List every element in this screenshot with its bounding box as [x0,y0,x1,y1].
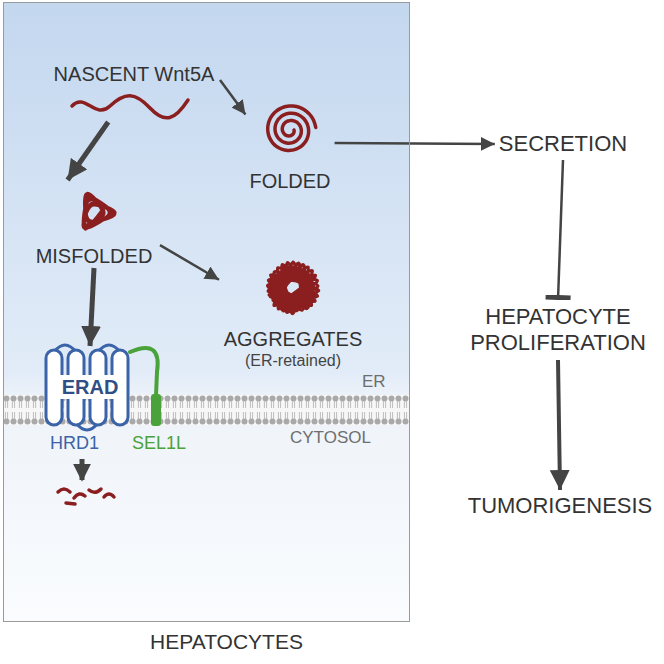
erad-complex: ERAD [40,346,140,428]
protein-aggregate [267,262,318,314]
protein-name: SEL1L [132,433,186,453]
compartment-label-holder: CYTOSOL [290,428,371,448]
arrow-connector [90,268,94,346]
node-text: SECRETION [499,131,627,157]
cell-type-label: HEPATOCYTES [150,629,303,654]
hrd1-protein [46,345,128,430]
arrow-connector [160,245,219,280]
cell-ground [3,2,410,622]
protein-state: NASCENT Wnt5A [48,62,220,122]
protein-name-holder: HRD1 [50,433,99,455]
protein-state: FOLDED [245,95,334,193]
arrow-connector [335,142,495,145]
cell-caption-holder: HEPATOCYTES [4,629,409,654]
peptide-fragments [58,489,114,504]
misfolded-protein [83,193,115,228]
folded-protein [268,106,316,151]
protein-name-holder: SEL1L [132,433,186,455]
node-text: NASCENT Wnt5A [54,62,215,86]
protein-state: AGGREGATES(ER-retained) [219,248,367,370]
node-text: (ER-retained) [245,351,341,370]
compartment-label: ER [362,372,386,391]
node-text: TUMORIGENESIS [468,493,653,519]
degradation-arrow [80,459,85,480]
node-text: ERAD [59,375,122,399]
outcome-label: SECRETION [495,128,631,160]
node-text: FOLDED [249,169,330,193]
node-text: HEPATOCYTE PROLIFERATION [470,304,646,357]
node-text: AGGREGATES [224,327,363,351]
protein-state: MISFOLDED [28,180,160,268]
protein-name: HRD1 [50,433,99,453]
nascent-chain [72,96,188,118]
compartment-label: CYTOSOL [290,428,371,447]
sel1l-protein [130,348,161,426]
inhibition-connector [558,160,563,300]
cell-outline: HEPATOCYTESNASCENT Wnt5AFOLDEDMISFOLDEDA… [3,2,410,622]
er-membrane [3,395,410,425]
outcome-label: HEPATOCYTE PROLIFERATION [462,300,654,360]
arrow-connector [68,122,109,180]
compartment-label-holder: ER [362,372,386,392]
outcome-label: TUMORIGENESIS [462,490,658,522]
arrow-connector [220,80,245,115]
node-text: MISFOLDED [36,244,153,268]
membrane-core [3,395,410,425]
arrow-connector [558,360,560,490]
